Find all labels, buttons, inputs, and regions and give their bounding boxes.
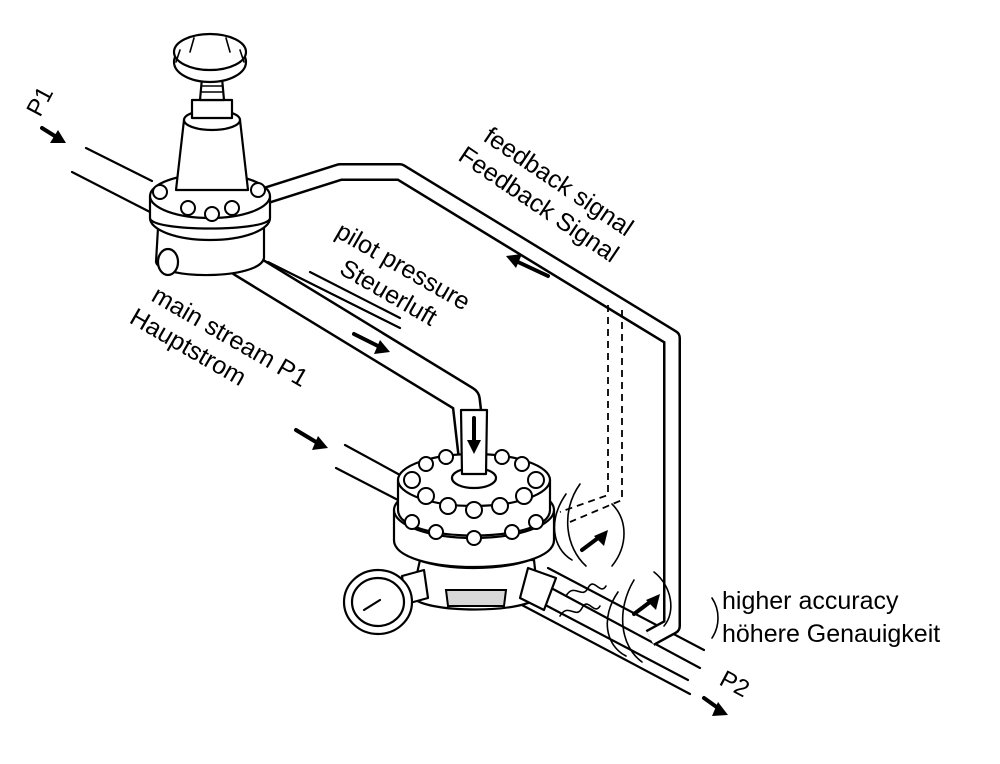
- label-accuracy-de: höhere Genauigkeit: [722, 620, 940, 648]
- outlet-flow-arrow-1: [580, 530, 608, 552]
- main-stream-arrow: [294, 428, 328, 450]
- p1-inlet-arrow: [40, 126, 66, 143]
- p2-outlet-arrow: [702, 696, 728, 716]
- label-p1-inlet: P1: [21, 82, 59, 121]
- label-p2-outlet: P2: [715, 665, 754, 703]
- alternative-feedback-dashed: [559, 305, 623, 523]
- pilot-regulator: [148, 32, 272, 277]
- flow-arrows: [40, 126, 728, 716]
- feedback-tube: [255, 163, 681, 646]
- pilot-down-arrow: [467, 416, 481, 454]
- outlet-flow-arrow-2: [632, 594, 660, 616]
- feedback-arrow: [506, 254, 550, 278]
- label-accuracy-en: higher accuracy: [722, 587, 899, 615]
- main-valve: [342, 446, 558, 636]
- signal-rings: [553, 483, 719, 663]
- pilot-pressure-arrow: [352, 332, 390, 354]
